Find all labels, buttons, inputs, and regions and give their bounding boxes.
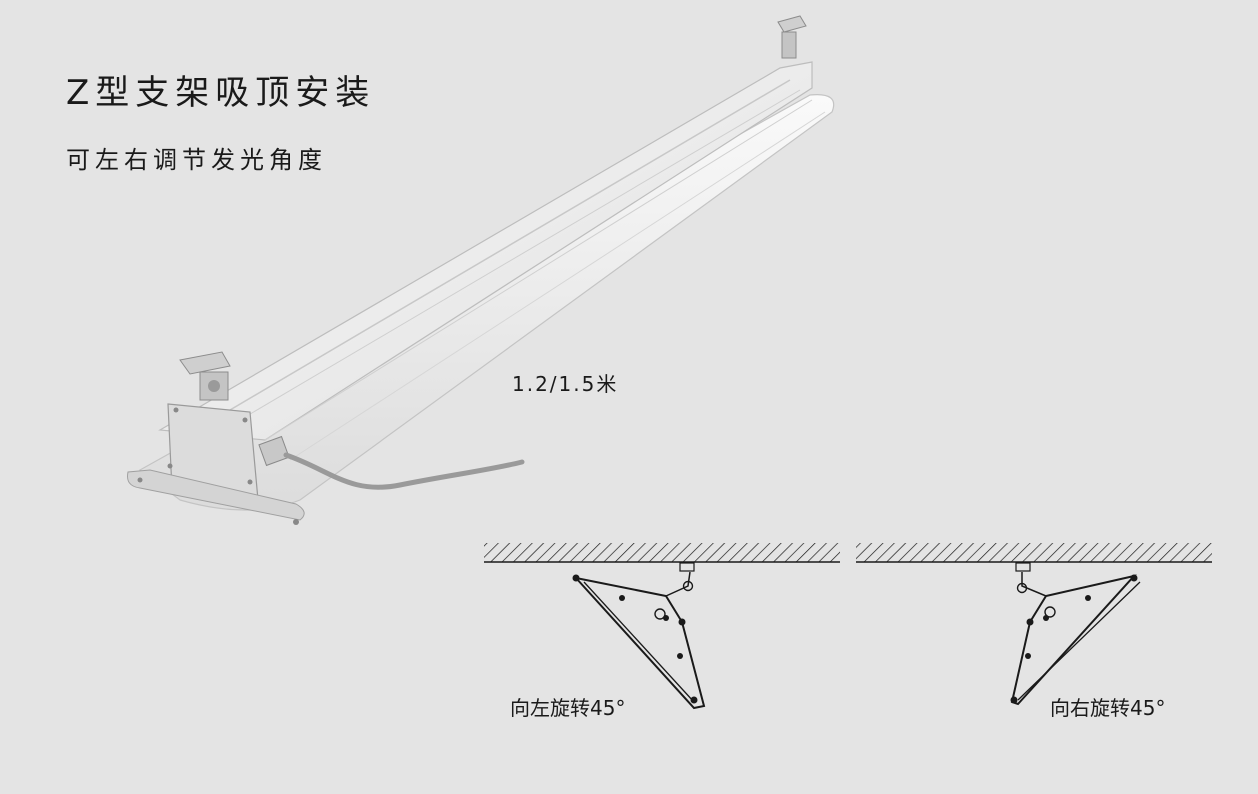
pivot-bolt <box>682 580 694 592</box>
rotate-left-diagram <box>484 543 840 710</box>
rotate-right-label: 向右旋转45° <box>1050 696 1166 720</box>
fixture-profile <box>573 576 706 710</box>
rotate-left-label: 向左旋转45° <box>510 696 626 720</box>
ceiling-mount <box>1015 562 1031 572</box>
pivot-bolt <box>1016 582 1028 594</box>
fixture-profile <box>1010 574 1137 706</box>
length-label: 1.2/1.5米 <box>512 372 619 396</box>
ceiling-hatch <box>484 543 840 562</box>
z-bracket <box>1021 572 1047 597</box>
page-title: Z型支架吸顶安装 <box>66 73 376 113</box>
ceiling-mount <box>679 562 695 572</box>
z-bracket <box>665 571 691 597</box>
led-linear-fixture-image <box>127 15 835 525</box>
rotate-right-diagram <box>856 543 1212 706</box>
page-subtitle: 可左右调节发光角度 <box>66 146 327 174</box>
ceiling-hatch <box>856 543 1212 562</box>
